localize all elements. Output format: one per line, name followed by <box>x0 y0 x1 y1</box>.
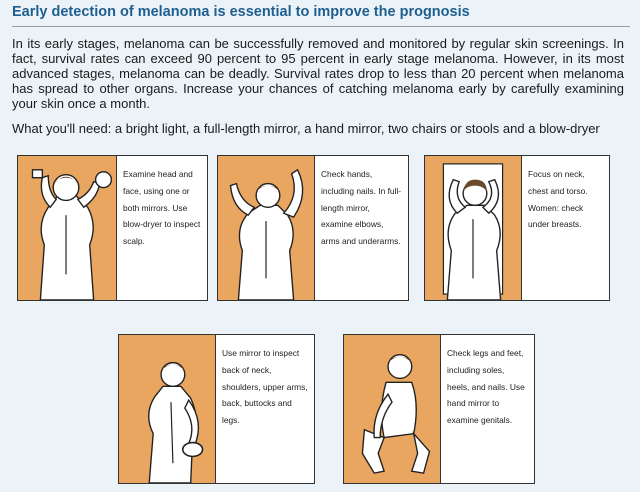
person-raising-arm-icon <box>229 168 304 300</box>
materials-needed: What you'll need: a bright light, a full… <box>12 121 600 136</box>
title-divider <box>12 26 630 27</box>
step-4-illustration <box>119 335 216 483</box>
step-5-text: Check legs and feet, including soles, he… <box>447 348 525 426</box>
person-hand-mirror-back-icon <box>148 361 204 483</box>
step-1-illustration <box>18 156 117 300</box>
page-title: Early detection of melanoma is essential… <box>12 4 470 20</box>
step-panel-1: Examine head and face, using one or both… <box>17 155 208 301</box>
person-seated-legs-icon <box>361 354 431 474</box>
person-back-neck-icon <box>442 163 504 300</box>
step-3-text: Focus on neck, chest and torso. Women: c… <box>528 169 588 230</box>
step-panel-5: Check legs and feet, including soles, he… <box>343 334 535 484</box>
person-with-mirrors-head-icon <box>31 169 113 300</box>
step-5-illustration <box>344 335 441 483</box>
step-4-text: Use mirror to inspect back of neck, shou… <box>222 348 308 426</box>
step-2-text: Check hands, including nails. In full-le… <box>321 169 402 247</box>
step-panel-3: Focus on neck, chest and torso. Women: c… <box>424 155 610 301</box>
step-2-illustration <box>218 156 315 300</box>
intro-paragraph: In its early stages, melanoma can be suc… <box>12 36 624 111</box>
step-panel-2: Check hands, including nails. In full-le… <box>217 155 409 301</box>
step-1-text: Examine head and face, using one or both… <box>123 169 201 247</box>
step-3-illustration <box>425 156 522 300</box>
step-panel-4: Use mirror to inspect back of neck, shou… <box>118 334 315 484</box>
